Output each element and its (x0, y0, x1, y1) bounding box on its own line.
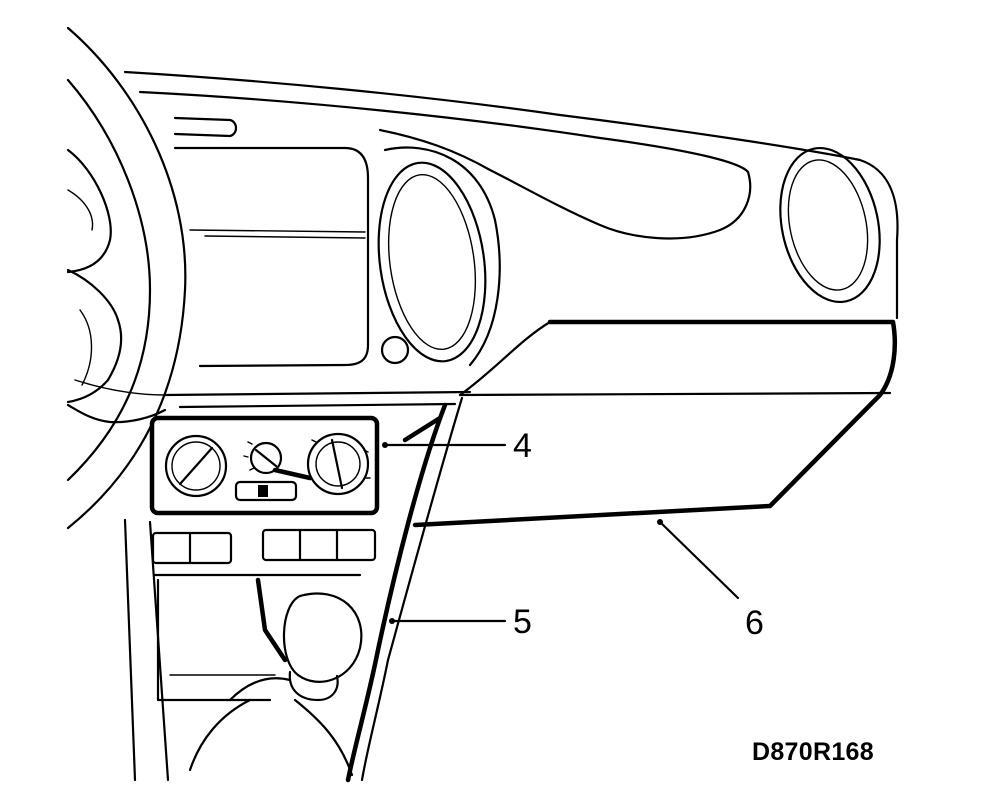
callout-6-label: 6 (745, 604, 764, 642)
leader-6 (658, 520, 740, 600)
callout-5-label: 5 (513, 603, 532, 641)
center-vent (377, 161, 487, 365)
switch-panel (151, 528, 377, 702)
leader-6-dot (657, 519, 663, 525)
leader-4-dot (382, 442, 388, 448)
right-vent (779, 146, 881, 304)
callout-leaders (382, 442, 740, 624)
figure-reference-code: D870R168 (752, 738, 874, 766)
console-trim (123, 396, 464, 783)
glovebox (412, 319, 897, 528)
callout-4-label: 4 (513, 427, 532, 465)
steering-wheel (66, 26, 187, 530)
heater-control-panel (149, 415, 380, 516)
dashboard-outline (123, 70, 899, 409)
leader-5-dot (389, 618, 395, 624)
gear-lever (169, 577, 363, 777)
